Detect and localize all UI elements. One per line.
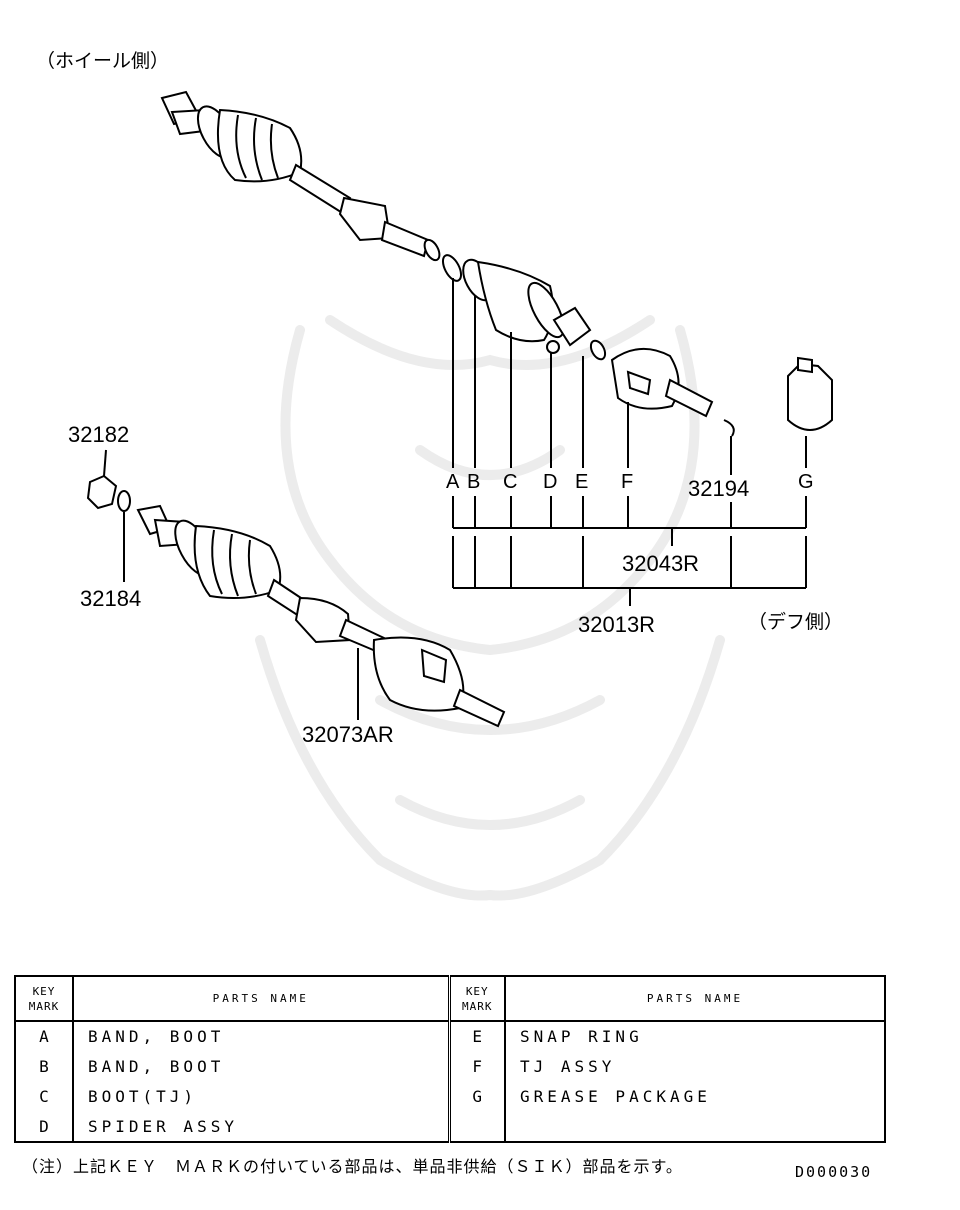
- samurai-watermark: [255, 315, 725, 901]
- part-number-32073AR: 32073AR: [302, 722, 394, 747]
- footnote: （注）上記ＫＥＹ ＭＡＲＫの付いている部品は、単品非供給（ＳＩＫ）部品を示す。: [22, 1157, 683, 1176]
- table-row: D SPIDER ASSY: [15, 1111, 885, 1142]
- table-row: A BAND, BOOT E SNAP RING: [15, 1021, 885, 1052]
- key-mark-cell: G: [449, 1081, 506, 1112]
- part-name-cell: TJ ASSY: [520, 1057, 616, 1077]
- key-mark-cell: [449, 1111, 506, 1142]
- part-name-cell: SNAP RING: [520, 1027, 643, 1047]
- part-name-cell: GREASE PACKAGE: [520, 1086, 711, 1106]
- key-mark-cell: B: [15, 1051, 74, 1082]
- part-name-cell: BAND, BOOT: [73, 1021, 451, 1052]
- table-row: C BOOT(TJ) G GREASE PACKAGE: [15, 1081, 885, 1112]
- key-mark-cell: D: [15, 1111, 74, 1142]
- key-mark-A: A: [446, 471, 460, 493]
- parts-name-header: PARTS NAME: [73, 976, 451, 1023]
- key-mark-cell: F: [449, 1051, 506, 1082]
- key-mark-C: C: [503, 471, 517, 493]
- part-number-32194: 32194: [688, 476, 749, 501]
- part-name-cell: BOOT(TJ): [73, 1081, 451, 1112]
- key-mark-cell: C: [15, 1081, 74, 1112]
- lower-drive-shaft: [136, 504, 506, 728]
- key-mark-cell: A: [15, 1021, 74, 1052]
- part-number-32043R: 32043R: [622, 551, 699, 576]
- wheel-side-label: （ホイール側）: [36, 50, 169, 72]
- leader-lines: [103, 278, 807, 720]
- part-number-32184: 32184: [80, 586, 141, 611]
- key-mark-D: D: [543, 471, 557, 493]
- key-mark-G: G: [798, 471, 814, 493]
- diff-side-label: （デフ側）: [748, 611, 843, 633]
- diagram-code: D000030: [795, 1163, 873, 1181]
- part-number-32182: 32182: [68, 422, 129, 447]
- part-name-cell: SPIDER ASSY: [73, 1111, 451, 1142]
- key-mark-E: E: [575, 471, 588, 493]
- part-number-32013R: 32013R: [578, 612, 655, 637]
- key-mark-cell: E: [449, 1021, 506, 1052]
- table-row: B BAND, BOOT F TJ ASSY: [15, 1051, 885, 1082]
- key-mark-F: F: [621, 471, 633, 493]
- parts-name-header: PARTS NAME: [505, 976, 885, 1023]
- nut-and-washer: [86, 474, 131, 512]
- upper-drive-shaft: [160, 90, 833, 437]
- parts-diagram: （ホイール側） （デフ側） 32182 32184 32073AR 32194 …: [36, 50, 843, 901]
- part-name-cell: BAND, BOOT: [73, 1051, 451, 1082]
- part-name-cell: [505, 1111, 885, 1142]
- key-mark-B: B: [467, 471, 480, 493]
